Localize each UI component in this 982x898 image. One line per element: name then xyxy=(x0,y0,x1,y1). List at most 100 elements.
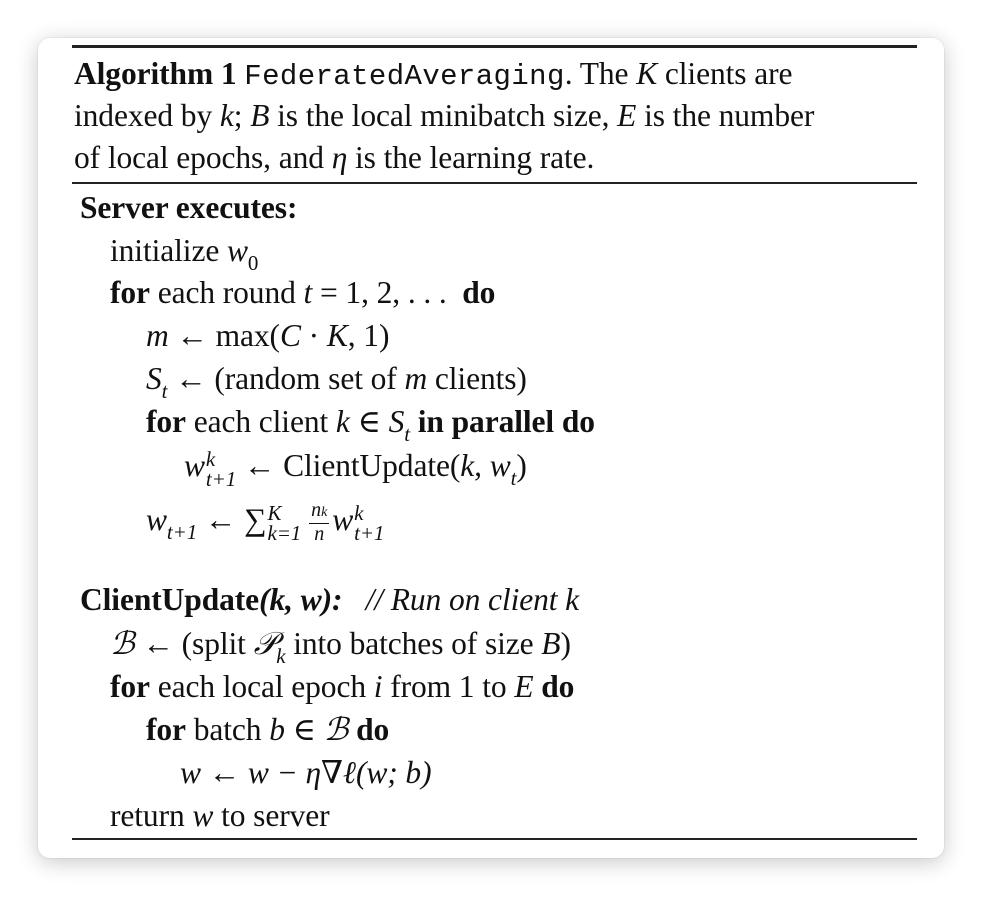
math-var: k xyxy=(219,98,234,133)
math-var: w xyxy=(184,448,205,483)
text: to server xyxy=(221,798,330,833)
text: clients) xyxy=(434,361,527,396)
text: ) xyxy=(560,626,571,661)
numerator: nk xyxy=(309,499,330,525)
keyword: for xyxy=(146,404,186,439)
arrow-symbol: ← xyxy=(175,361,207,396)
text: each client xyxy=(193,404,329,439)
math-op: · xyxy=(308,318,320,353)
algorithm-name: FederatedAveraging xyxy=(244,60,565,93)
arrow-symbol: ← xyxy=(243,448,276,483)
superscript: K xyxy=(267,500,282,525)
math-var: w xyxy=(146,502,167,537)
client-header: ClientUpdate(k, w): // Run on client k xyxy=(80,580,579,620)
subscript: t xyxy=(161,379,168,403)
caption-text: . The xyxy=(564,56,629,91)
algorithm-label: Algorithm 1 xyxy=(74,56,237,91)
math-var: E xyxy=(617,98,637,133)
return-line: return w to server xyxy=(110,796,330,836)
math-var: i xyxy=(373,669,383,704)
gradient-step-line: w ← w − η∇ℓ(w; b) xyxy=(180,753,432,793)
subscript: t xyxy=(510,466,517,490)
subscript: t+1 xyxy=(166,520,198,544)
split-line: ℬ ← (split 𝒫k into batches of size B) xyxy=(110,624,571,668)
text: batch xyxy=(193,712,262,747)
subscript: 0 xyxy=(247,251,259,275)
math-var: ℬ xyxy=(110,626,135,662)
math-var: K xyxy=(326,318,348,353)
subscript: k xyxy=(276,644,286,668)
arrow-symbol: ← xyxy=(142,626,174,661)
client-loop-line: for each client k ∈ St in parallel do xyxy=(146,402,595,446)
text: each round xyxy=(157,275,296,310)
math-var: w xyxy=(180,755,201,790)
keyword: for xyxy=(110,275,150,310)
math-var: S xyxy=(388,404,405,439)
top-rule xyxy=(72,45,917,48)
math-expr: w − η∇ℓ(w; b) xyxy=(247,755,432,790)
math-var: K xyxy=(636,56,658,91)
math-expr: k, w xyxy=(460,448,511,483)
batch-loop-line: for batch b ∈ ℬ do xyxy=(146,710,389,750)
text: into batches of size xyxy=(293,626,534,661)
function-call: ClientUpdate( xyxy=(283,448,461,483)
bottom-rule xyxy=(72,838,917,840)
keyword: for xyxy=(110,669,150,704)
caption-text: ; xyxy=(233,98,243,133)
math-var: n xyxy=(311,499,322,522)
math-var: C xyxy=(279,318,301,353)
text: (random set of xyxy=(214,361,397,396)
math-var: η xyxy=(331,140,348,175)
arrow-symbol: ← xyxy=(204,502,237,537)
math-var: B xyxy=(250,98,270,133)
keyword: do xyxy=(462,275,496,310)
text: each local epoch xyxy=(157,669,366,704)
keyword: do xyxy=(356,712,390,747)
keyword: in parallel do xyxy=(417,404,595,439)
sum-symbol: ∑ xyxy=(244,502,267,537)
math-var: S xyxy=(146,361,162,396)
math-op: ∈ xyxy=(292,712,316,747)
superscript: k xyxy=(205,446,216,471)
caption-line-3: of local epochs, and η is the learning r… xyxy=(74,138,594,178)
algorithm-card xyxy=(38,38,944,858)
subscript: k=1 xyxy=(267,520,302,545)
st-assign-line: St ← (random set of m clients) xyxy=(146,359,527,403)
caption-text: is the local minibatch size, xyxy=(277,98,610,133)
subscript: t+1 xyxy=(354,520,385,545)
math-var: w xyxy=(227,233,248,268)
math-expr: max( xyxy=(215,318,280,353)
server-header: Server executes: xyxy=(80,190,298,225)
math-var: m xyxy=(146,318,169,353)
math-var: t xyxy=(303,275,313,310)
text: ) xyxy=(516,448,527,483)
subscript: k xyxy=(321,505,328,521)
math-var: w xyxy=(192,798,214,833)
caption-text: of local epochs, and xyxy=(74,140,324,175)
caption-line-2: indexed by k; B is the local minibatch s… xyxy=(74,96,814,136)
caption-text: clients are xyxy=(664,56,793,91)
caption-text: is the number xyxy=(644,98,815,133)
keyword: for xyxy=(146,712,186,747)
epoch-loop-line: for each local epoch i from 1 to E do xyxy=(110,667,574,707)
caption-text: indexed by xyxy=(74,98,213,133)
caption-text: is the learning rate. xyxy=(355,140,595,175)
math-var: m xyxy=(404,361,428,396)
denominator: n xyxy=(314,523,325,546)
math-var: ℬ xyxy=(323,712,349,748)
keyword: return xyxy=(110,798,185,833)
keyword: do xyxy=(541,669,575,704)
init-line: initialize w0 xyxy=(110,231,259,275)
caption-rule xyxy=(72,182,917,184)
round-loop-line: for each round t = 1, 2, . . . do xyxy=(110,273,495,313)
function-args: (k, w): xyxy=(259,582,343,617)
m-assign-line: m ← max(C · K, 1) xyxy=(146,316,389,356)
math-op: ∈ xyxy=(357,404,381,439)
math-var: E xyxy=(514,669,534,704)
math-var: b xyxy=(269,712,285,747)
math-var: k xyxy=(335,404,350,439)
